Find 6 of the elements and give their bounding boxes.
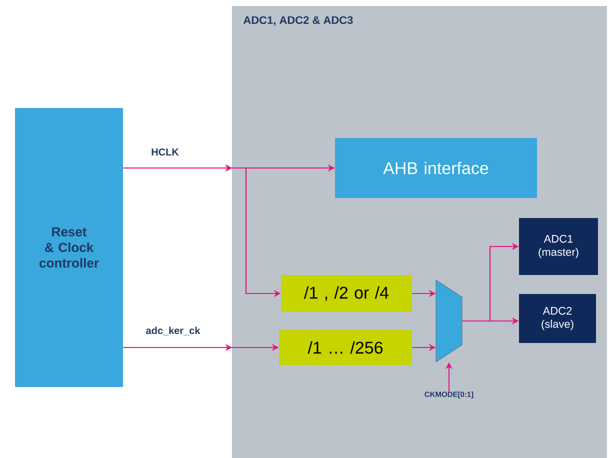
- adc-box: ADC1 (master): [519, 218, 598, 275]
- edge-label: adc_ker_ck: [146, 326, 200, 336]
- controller-box: Reset & Clock controller: [15, 108, 123, 387]
- interface-box: AHB interface: [335, 138, 537, 198]
- edge-label: HCLK: [152, 148, 179, 156]
- adc-box: ADC2 (slave): [519, 294, 596, 343]
